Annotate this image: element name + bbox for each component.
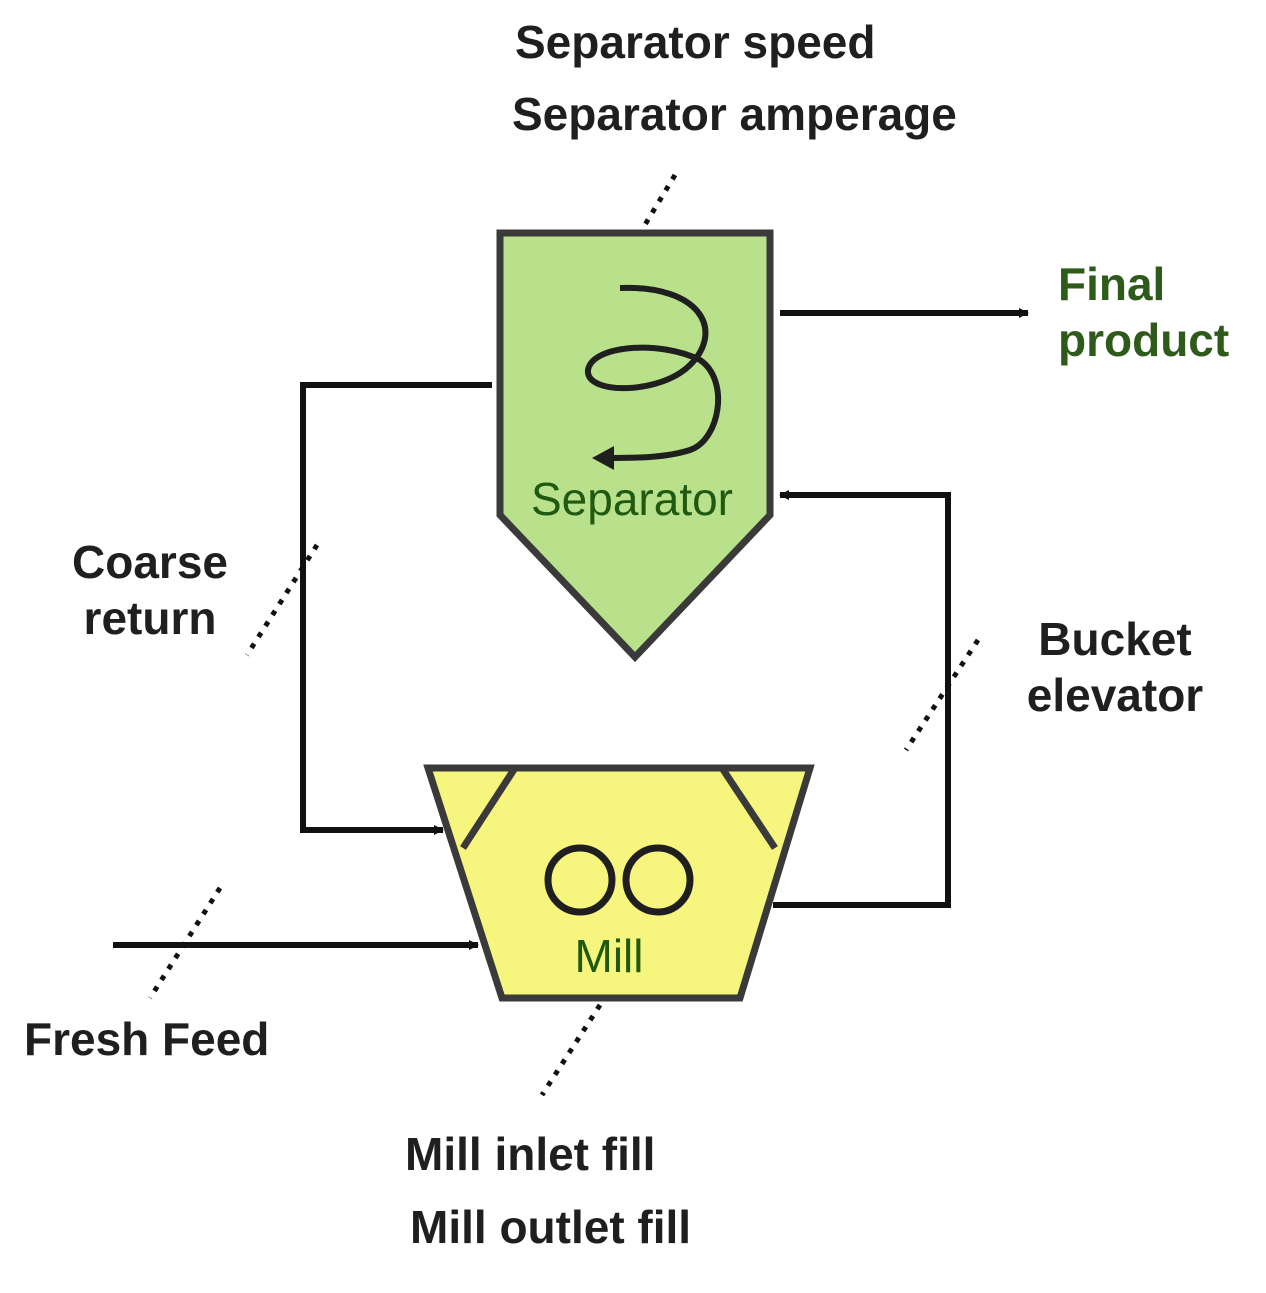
bucket-elevator-line <box>773 490 951 908</box>
bucket-elevator-label-line1: Bucket <box>1038 613 1191 665</box>
mill-inlet-fill-label: Mill inlet fill <box>405 1128 655 1180</box>
separator-measurement-dots <box>640 173 678 230</box>
mill-outlet-chute <box>719 766 778 850</box>
bucket-elevator-label-line2: elevator <box>1027 669 1204 721</box>
fresh-feed-label: Fresh Feed <box>24 1013 269 1065</box>
coarse-return-label-line2: return <box>84 592 217 644</box>
spiral-icon <box>585 284 722 470</box>
mill-inlet-chute <box>460 766 518 850</box>
separator-amperage-label: Separator amperage <box>512 88 957 140</box>
mill-outlet-fill-label: Mill outlet fill <box>410 1201 691 1253</box>
separator-body <box>496 229 774 663</box>
coarse-return-line <box>300 382 492 835</box>
mill-body <box>423 764 815 1002</box>
mill-balls-icon <box>544 844 694 916</box>
separator-label: Separator <box>531 473 733 525</box>
fresh-feed-measurement-dots <box>147 886 223 1000</box>
final-product-label-line1: Final <box>1058 258 1165 310</box>
bucket-elevator-measurement-dots <box>903 638 981 752</box>
mill-fill-measurement-dots <box>539 1003 603 1097</box>
separator-speed-label: Separator speed <box>515 16 875 68</box>
coarse-return-measurement-dots <box>244 543 320 657</box>
coarse-return-label-line1: Coarse <box>72 536 228 588</box>
mill-label: Mill <box>575 930 644 982</box>
final-product-label-line2: product <box>1058 314 1229 366</box>
mill-unit: Mill <box>423 764 815 1002</box>
separator-unit: Separator <box>496 229 774 663</box>
